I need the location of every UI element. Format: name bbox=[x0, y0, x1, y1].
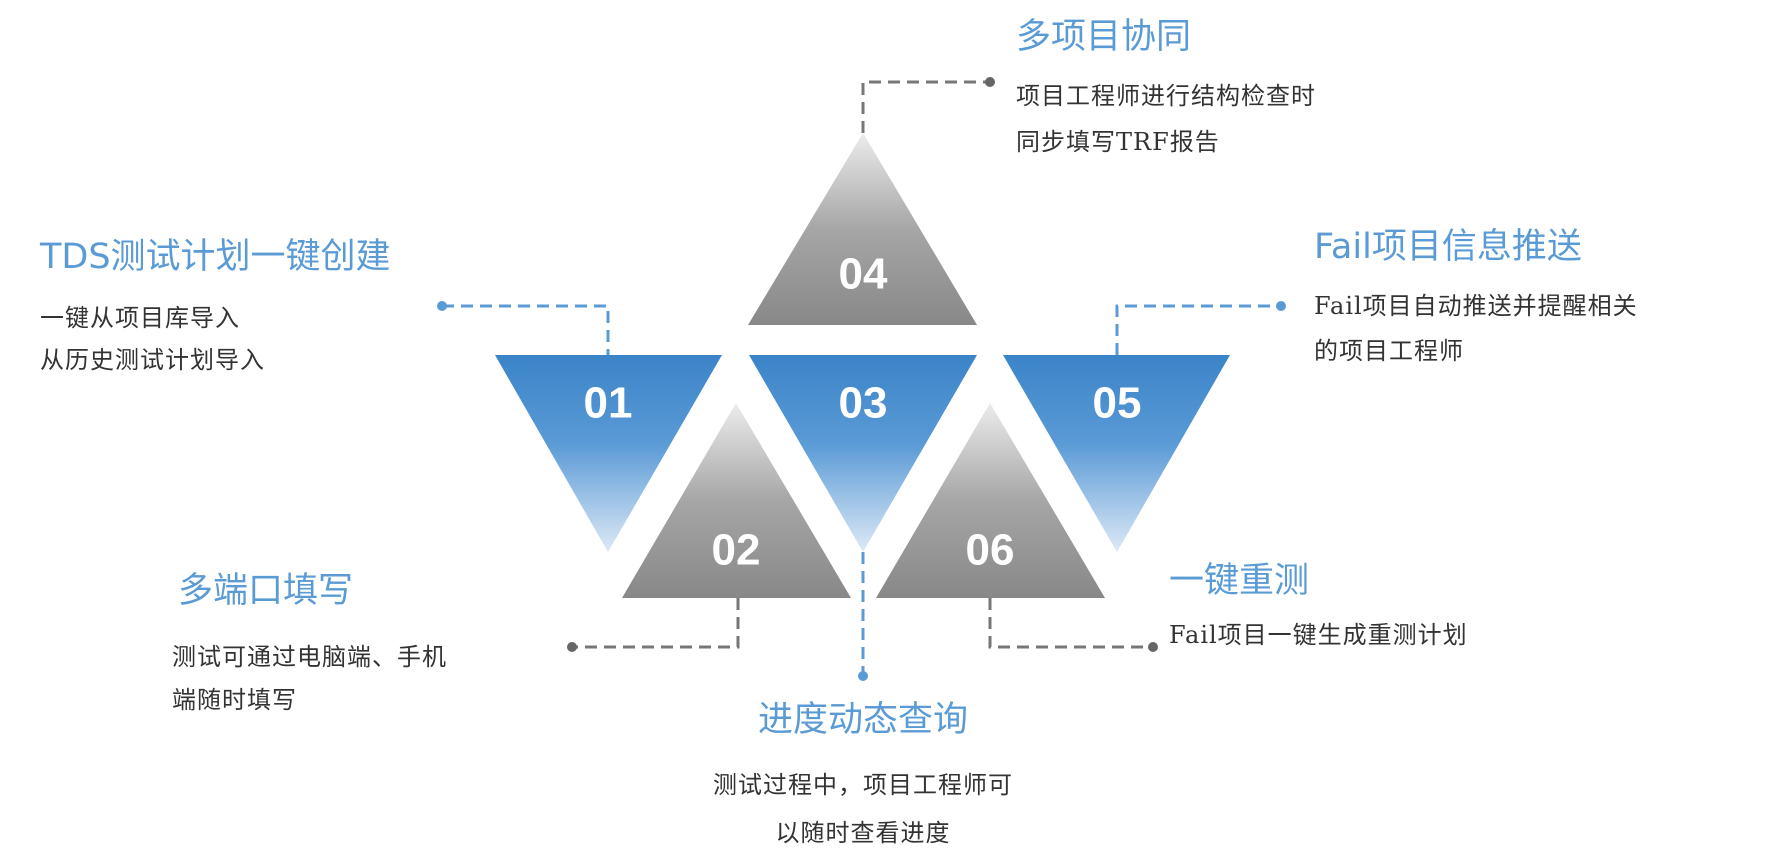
desc-04-line1: 项目工程师进行结构检查时 bbox=[1016, 82, 1316, 110]
desc-02-line2: 端随时填写 bbox=[172, 686, 297, 714]
connector-dot-06 bbox=[1148, 642, 1158, 652]
connector-06 bbox=[988, 598, 1153, 649]
title-01: TDS测试计划一键创建 bbox=[40, 237, 391, 277]
triangle-04 bbox=[748, 133, 977, 325]
connector-dot-01 bbox=[437, 301, 447, 311]
desc-05-line1: Fail项目自动推送并提醒相关 bbox=[1314, 292, 1638, 320]
connector-dot-04 bbox=[985, 77, 995, 87]
number-03: 03 bbox=[839, 379, 888, 428]
desc-01-line2: 从历史测试计划导入 bbox=[40, 346, 265, 374]
connector-dot-02 bbox=[567, 642, 577, 652]
title-05: Fail项目信息推送 bbox=[1314, 227, 1582, 267]
connector-04 bbox=[861, 80, 990, 133]
triangle-01 bbox=[495, 355, 722, 552]
connector-dot-05 bbox=[1276, 301, 1286, 311]
title-04: 多项目协同 bbox=[1016, 17, 1192, 57]
desc-03-line2: 以随时查看进度 bbox=[775, 819, 951, 847]
triangle-05 bbox=[1003, 355, 1230, 552]
triangle-03 bbox=[749, 355, 977, 552]
number-02: 02 bbox=[712, 526, 761, 575]
desc-03-line1: 测试过程中，项目工程师可 bbox=[713, 771, 1013, 799]
connector-01 bbox=[442, 304, 610, 355]
desc-04-line2: 同步填写TRF报告 bbox=[1016, 128, 1220, 156]
triangle-02 bbox=[622, 403, 851, 598]
title-02: 多端口填写 bbox=[178, 571, 354, 611]
connector-dot-03 bbox=[858, 671, 868, 681]
triangle-06 bbox=[876, 403, 1105, 598]
desc-05-line2: 的项目工程师 bbox=[1314, 337, 1464, 365]
number-05: 05 bbox=[1093, 379, 1142, 428]
desc-01-line1: 一键从项目库导入 bbox=[40, 304, 240, 332]
number-04: 04 bbox=[839, 250, 888, 299]
number-06: 06 bbox=[966, 526, 1015, 575]
desc-06-line1: Fail项目一键生成重测计划 bbox=[1169, 621, 1468, 649]
desc-02-line1: 测试可通过电脑端、手机 bbox=[172, 643, 447, 671]
number-01: 01 bbox=[584, 379, 633, 428]
title-03: 进度动态查询 bbox=[757, 700, 969, 740]
connector-02 bbox=[572, 598, 740, 649]
connector-05 bbox=[1115, 304, 1281, 355]
title-06: 一键重测 bbox=[1169, 561, 1310, 601]
